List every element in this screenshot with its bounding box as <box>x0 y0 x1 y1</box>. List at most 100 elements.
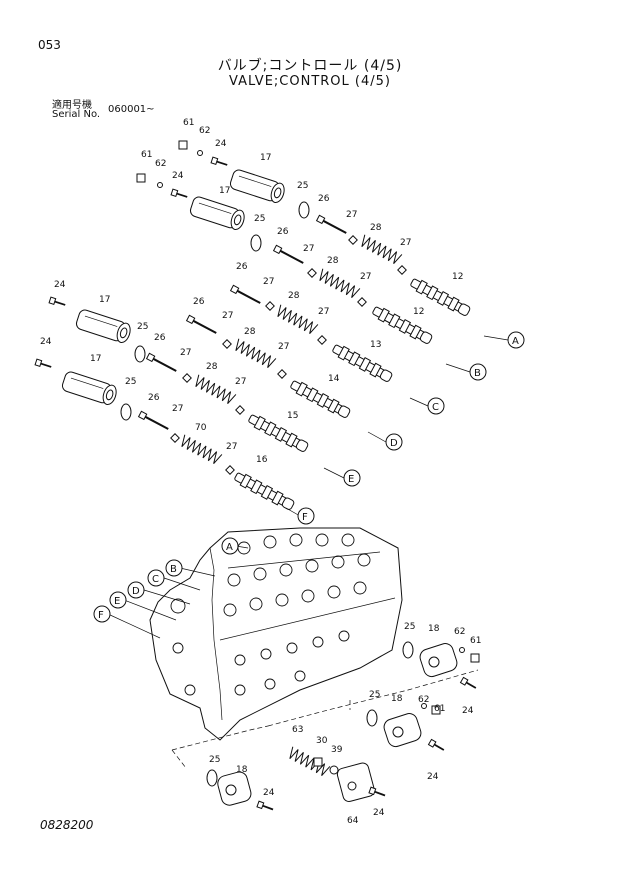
callout-18: 18 <box>428 624 440 634</box>
bolt-24e <box>459 676 479 692</box>
callout-39: 39 <box>331 745 343 755</box>
port-label-E-upper: E <box>343 469 361 487</box>
oring-25f <box>366 709 378 727</box>
callout-30: 30 <box>316 736 328 746</box>
nut-27f <box>170 433 180 443</box>
rod-26a <box>315 214 349 237</box>
nut-27c <box>265 301 275 311</box>
plug-61c <box>470 653 480 663</box>
spool-30 <box>313 757 323 767</box>
callout-25: 25 <box>404 622 415 632</box>
pilot-cap-17b <box>188 194 247 232</box>
callout-27: 27 <box>180 348 191 358</box>
nut-27d <box>222 339 232 349</box>
serial-label: Serial No. <box>52 109 101 120</box>
callout-24: 24 <box>462 706 474 716</box>
pilot-cap-18b <box>383 713 422 748</box>
callout-17: 17 <box>99 295 110 305</box>
callout-25: 25 <box>209 755 220 765</box>
callout-28: 28 <box>288 291 300 301</box>
callout-18: 18 <box>391 694 403 704</box>
callout-26: 26 <box>154 333 166 343</box>
callout-14: 14 <box>328 374 340 384</box>
rod-26d <box>185 314 219 337</box>
callout-62: 62 <box>418 695 429 705</box>
callout-18: 18 <box>236 765 248 775</box>
svg-text:C: C <box>432 402 439 413</box>
spring-28d <box>232 338 277 370</box>
port-label-B-lower: B <box>165 559 183 577</box>
spring-28c <box>274 304 319 336</box>
callout-62: 62 <box>199 126 210 136</box>
nut-27h <box>357 297 367 307</box>
pilot-cap-18c <box>217 771 252 806</box>
svg-text:E: E <box>114 596 120 607</box>
plug-61d <box>431 705 441 715</box>
part-callouts: 61 62 24 17 61 62 24 25 17 26 27 25 28 2… <box>40 118 481 826</box>
callout-25: 25 <box>125 377 136 387</box>
nut-27j <box>277 369 287 379</box>
oring-39 <box>329 765 339 775</box>
spool-16 <box>232 470 296 512</box>
bolt-24a <box>210 156 230 169</box>
port-label-A-lower: A <box>221 537 239 555</box>
callout-25: 25 <box>254 214 265 224</box>
page-number: 053 <box>38 38 61 52</box>
callout-25: 25 <box>137 322 148 332</box>
oring-62c <box>459 647 465 653</box>
svg-text:F: F <box>302 512 308 523</box>
spool-14 <box>288 378 352 420</box>
bolt-24f <box>427 738 447 754</box>
bolt-24b <box>170 188 190 201</box>
nut-27k <box>235 405 245 415</box>
callout-27: 27 <box>400 238 411 248</box>
callout-61: 61 <box>470 636 481 646</box>
oring-62a <box>197 150 203 156</box>
callout-27: 27 <box>222 311 233 321</box>
nut-27l <box>225 465 235 475</box>
rod-26e <box>145 352 179 375</box>
callout-27: 27 <box>360 272 371 282</box>
callout-28: 28 <box>206 362 218 372</box>
callout-27: 27 <box>172 404 183 414</box>
callout-25: 25 <box>297 181 308 191</box>
callout-27: 27 <box>303 244 314 254</box>
callout-61: 61 <box>183 118 194 128</box>
port-label-D-upper: D <box>385 433 403 451</box>
callout-28: 28 <box>370 223 382 233</box>
plug-61a <box>178 140 188 150</box>
svg-text:F: F <box>98 610 104 621</box>
callout-27: 27 <box>226 442 237 452</box>
svg-text:D: D <box>132 586 140 597</box>
port-label-F-upper: F <box>297 507 315 525</box>
pilot-cap-18a <box>419 643 458 678</box>
callout-26: 26 <box>148 393 160 403</box>
callout-26: 26 <box>277 227 289 237</box>
svg-text:D: D <box>390 438 398 449</box>
spring-70 <box>178 434 223 466</box>
spool-15 <box>246 412 310 454</box>
serial-label-japanese: 適用号機 <box>52 100 92 111</box>
rod-26f <box>137 410 171 433</box>
callout-24: 24 <box>427 772 439 782</box>
oring-25e <box>402 641 414 659</box>
callout-63: 63 <box>292 725 303 735</box>
svg-text:B: B <box>170 564 177 575</box>
nut-27i <box>317 335 327 345</box>
oring-25g <box>206 769 218 787</box>
port-label-C-upper: C <box>427 397 445 415</box>
bolt-24d <box>34 358 54 371</box>
callout-26: 26 <box>318 194 330 204</box>
spring-63 <box>286 746 331 778</box>
callout-24: 24 <box>40 337 52 347</box>
cover-64 <box>336 762 375 802</box>
oring-25b <box>250 234 262 252</box>
callout-12: 12 <box>413 307 424 317</box>
callout-70: 70 <box>195 423 207 433</box>
page-title: VALVE;CONTROL (4/5) <box>229 74 391 89</box>
port-label-D-lower: D <box>127 581 145 599</box>
svg-text:A: A <box>226 542 233 553</box>
callout-26: 26 <box>236 262 248 272</box>
callout-13: 13 <box>370 340 381 350</box>
